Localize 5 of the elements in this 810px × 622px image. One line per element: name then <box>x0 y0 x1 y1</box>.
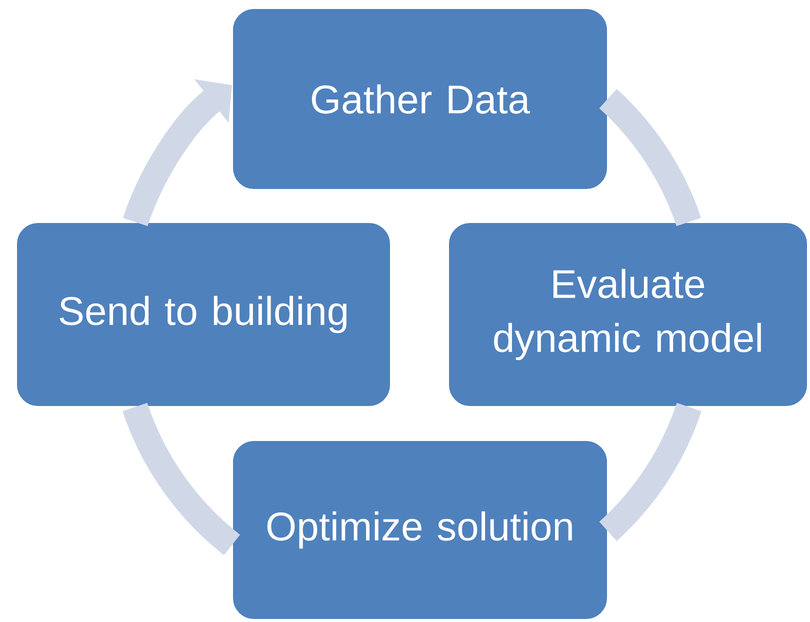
process-box: Send to building <box>15 221 392 408</box>
process-box: Gather Data <box>231 7 609 191</box>
process-box: Evaluate dynamic model <box>447 221 809 408</box>
cycle-arrow <box>123 79 232 226</box>
process-box: Optimize solution <box>231 439 609 621</box>
